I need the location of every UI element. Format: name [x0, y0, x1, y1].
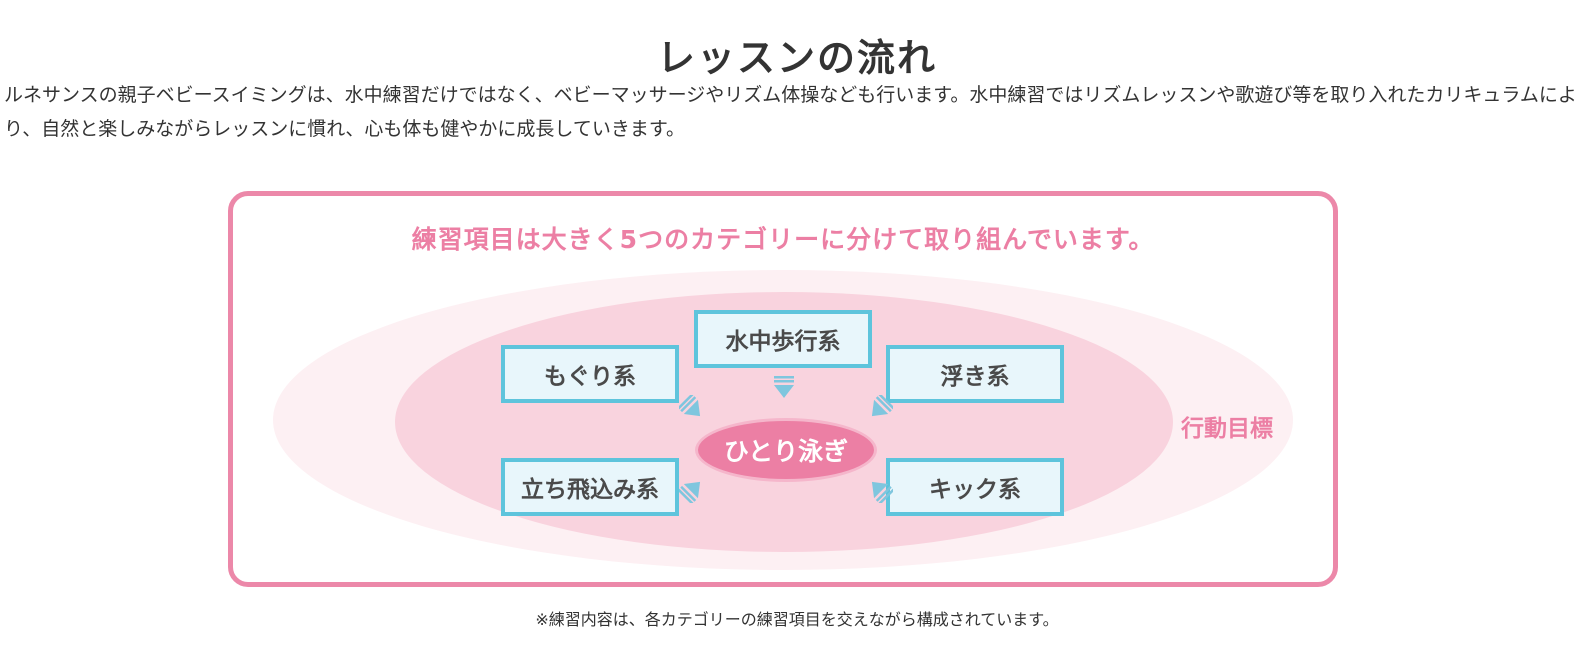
page-title: レッスンの流れ — [656, 36, 937, 81]
category-box-kick: キック系 — [886, 458, 1064, 516]
category-box-floating: 浮き系 — [886, 345, 1064, 403]
category-box-underwater-walking: 水中歩行系 — [694, 310, 872, 368]
category-box-standing-jump: 立ち飛込み系 — [501, 458, 679, 516]
category-box-diving: もぐり系 — [501, 345, 679, 403]
arrow-down-icon — [774, 376, 794, 398]
intro-paragraph: ルネサンスの親子ベビースイミングは、水中練習だけではなく、ベビーマッサージやリズ… — [4, 84, 1577, 140]
center-goal-solo-swimming: ひとり泳ぎ — [695, 418, 877, 482]
arrow-down-left-icon — [871, 395, 893, 417]
arrow-down-right-icon — [679, 395, 701, 417]
diagram-heading: 練習項目は大きく5つのカテゴリーに分けて取り組んでいます。 — [411, 225, 1155, 254]
lesson-categories-diagram: 練習項目は大きく5つのカテゴリーに分けて取り組んでいます。 行動目標 水中歩行系… — [228, 191, 1338, 587]
footnote: ※練習内容は、各カテゴリーの練習項目を交えながら構成されています。 — [535, 610, 1059, 629]
goal-label: 行動目標 — [1181, 416, 1273, 442]
arrow-up-right-icon — [679, 481, 701, 503]
arrow-up-left-icon — [871, 481, 893, 503]
